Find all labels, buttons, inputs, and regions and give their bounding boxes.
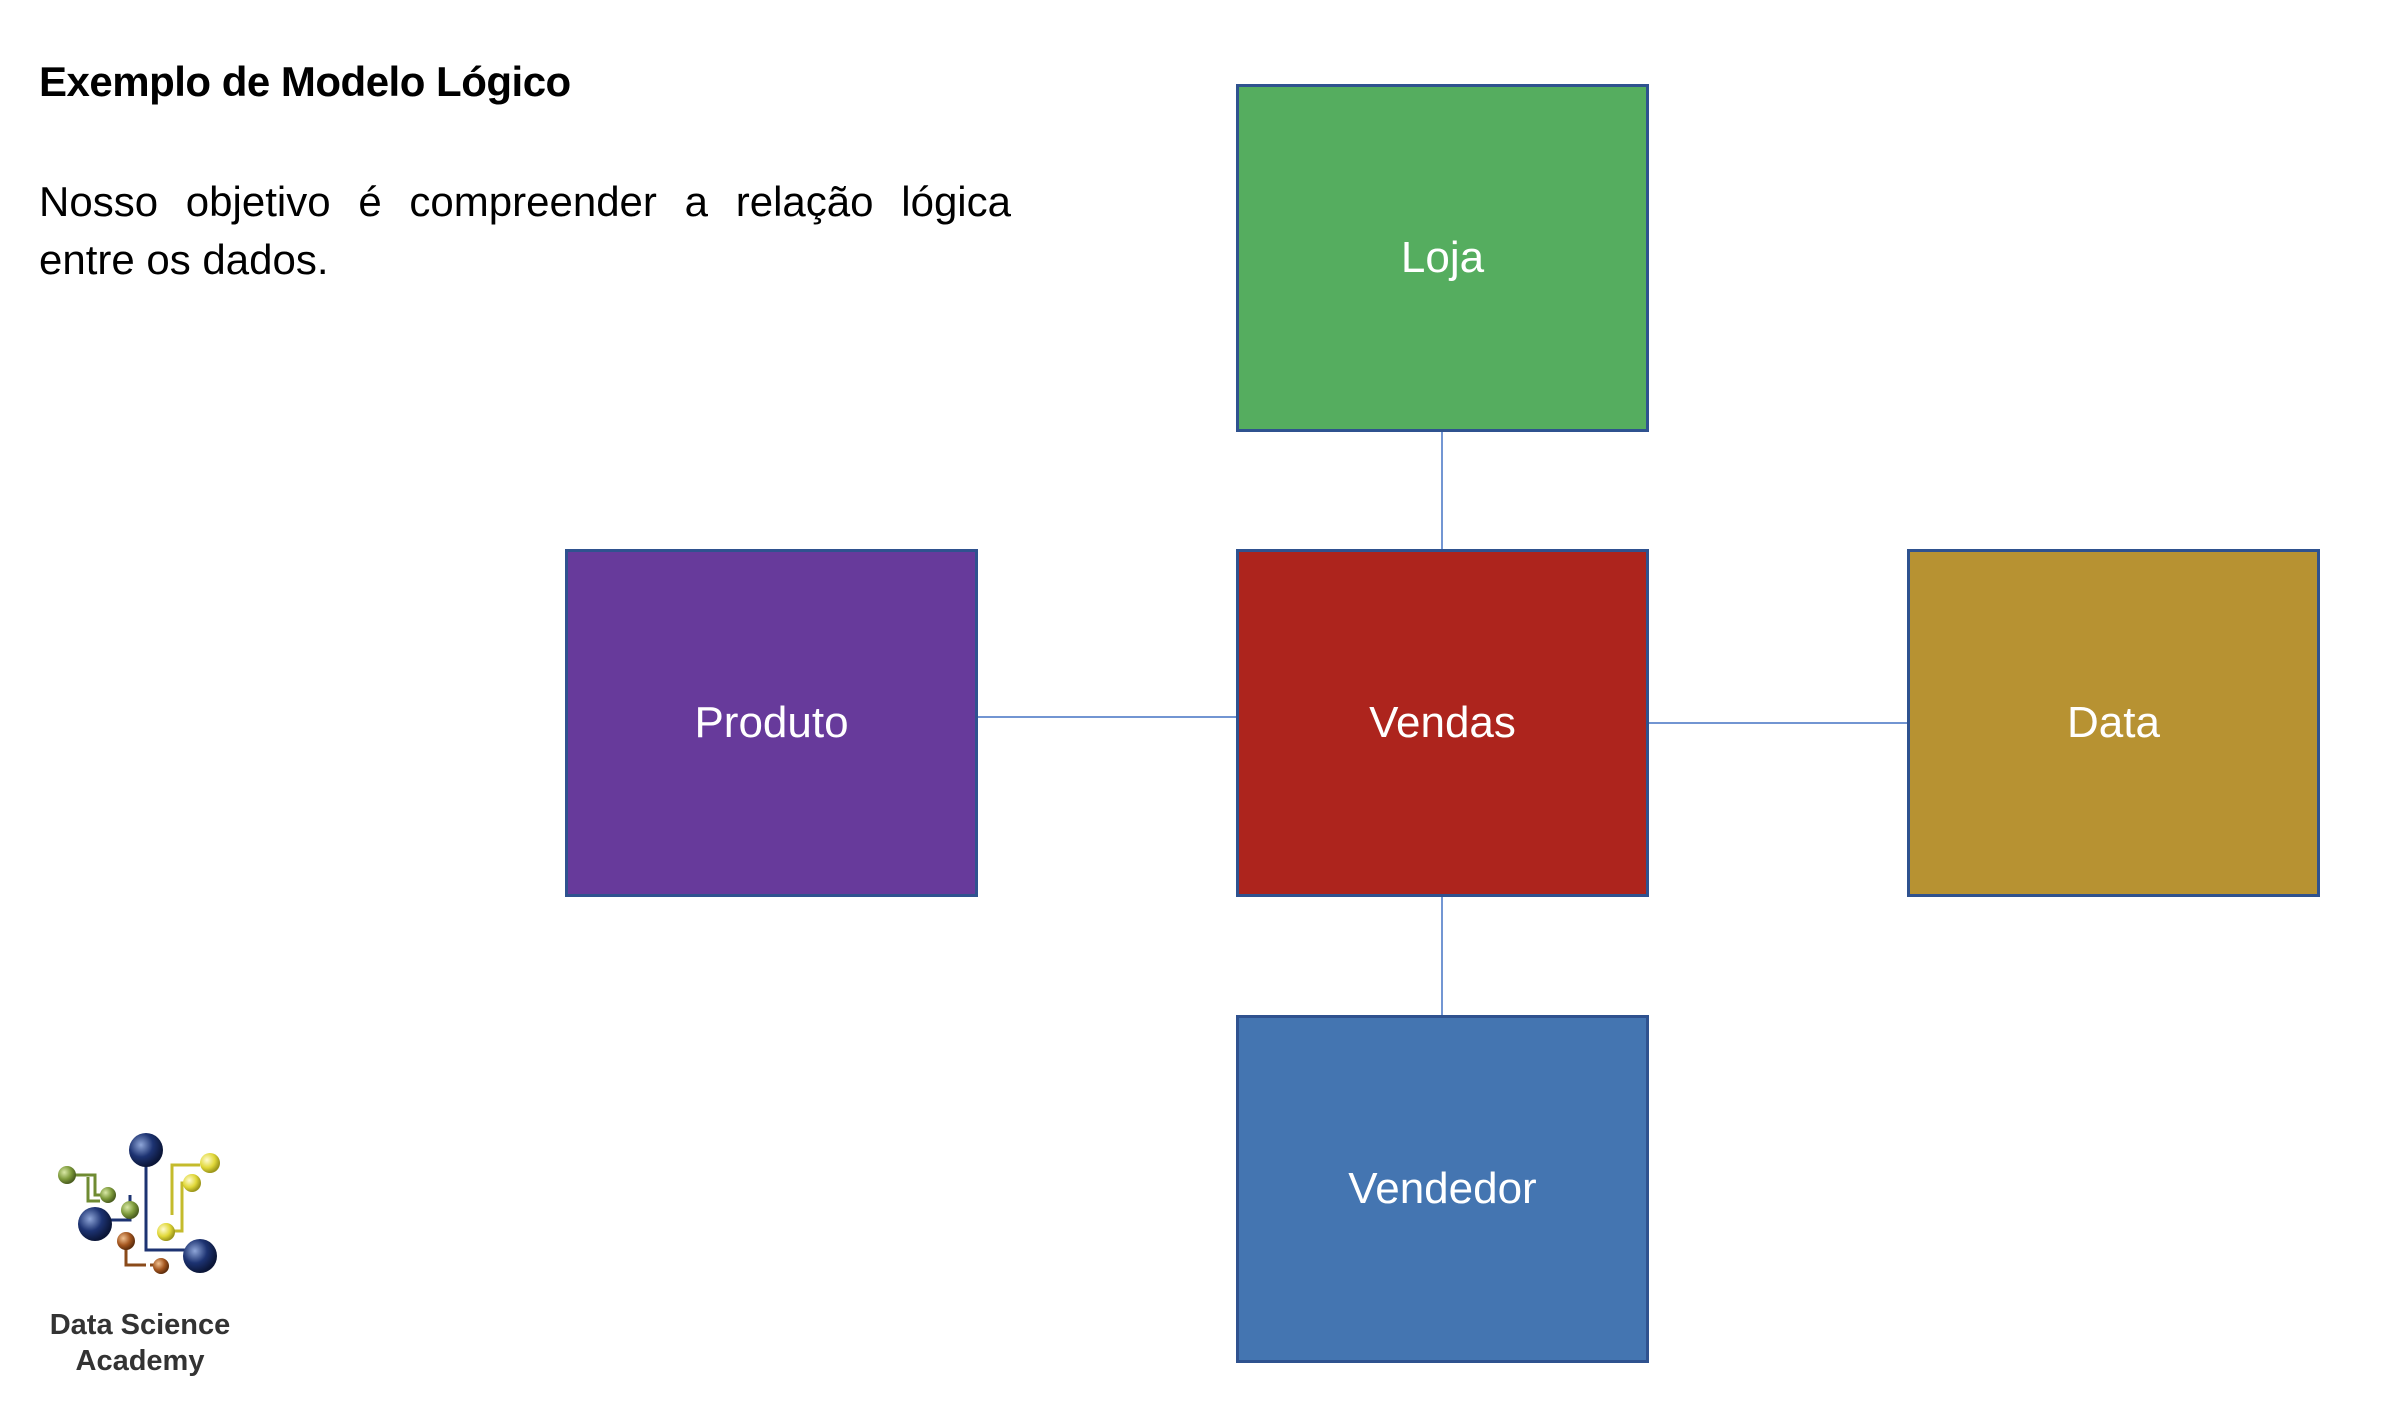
entity-loja-label: Loja [1400, 233, 1485, 282]
data-science-academy-logo: Data Science Academy [30, 1125, 250, 1385]
logo-text-line1: Data Science [49, 1309, 231, 1341]
slide-title: Exemplo de Modelo Lógico [39, 58, 571, 105]
logo-text-line2: Academy [75, 1345, 205, 1377]
entity-data: Data [1907, 549, 2320, 897]
entity-loja: Loja [1236, 84, 1649, 432]
entity-data-label: Data [2067, 698, 2160, 747]
molecule-logo-icon [58, 1133, 220, 1274]
entity-produto: Produto [565, 549, 978, 897]
entity-vendas-label: Vendas [1369, 698, 1516, 747]
entity-vendas: Vendas [1236, 549, 1649, 897]
logo-text: Data Science Academy [30, 1307, 250, 1379]
entity-vendedor-label: Vendedor [1348, 1164, 1537, 1213]
entity-vendedor: Vendedor [1236, 1015, 1649, 1363]
intro-text: Nosso objetivo é compreender a relação l… [39, 178, 1011, 283]
entity-produto-label: Produto [694, 698, 849, 747]
